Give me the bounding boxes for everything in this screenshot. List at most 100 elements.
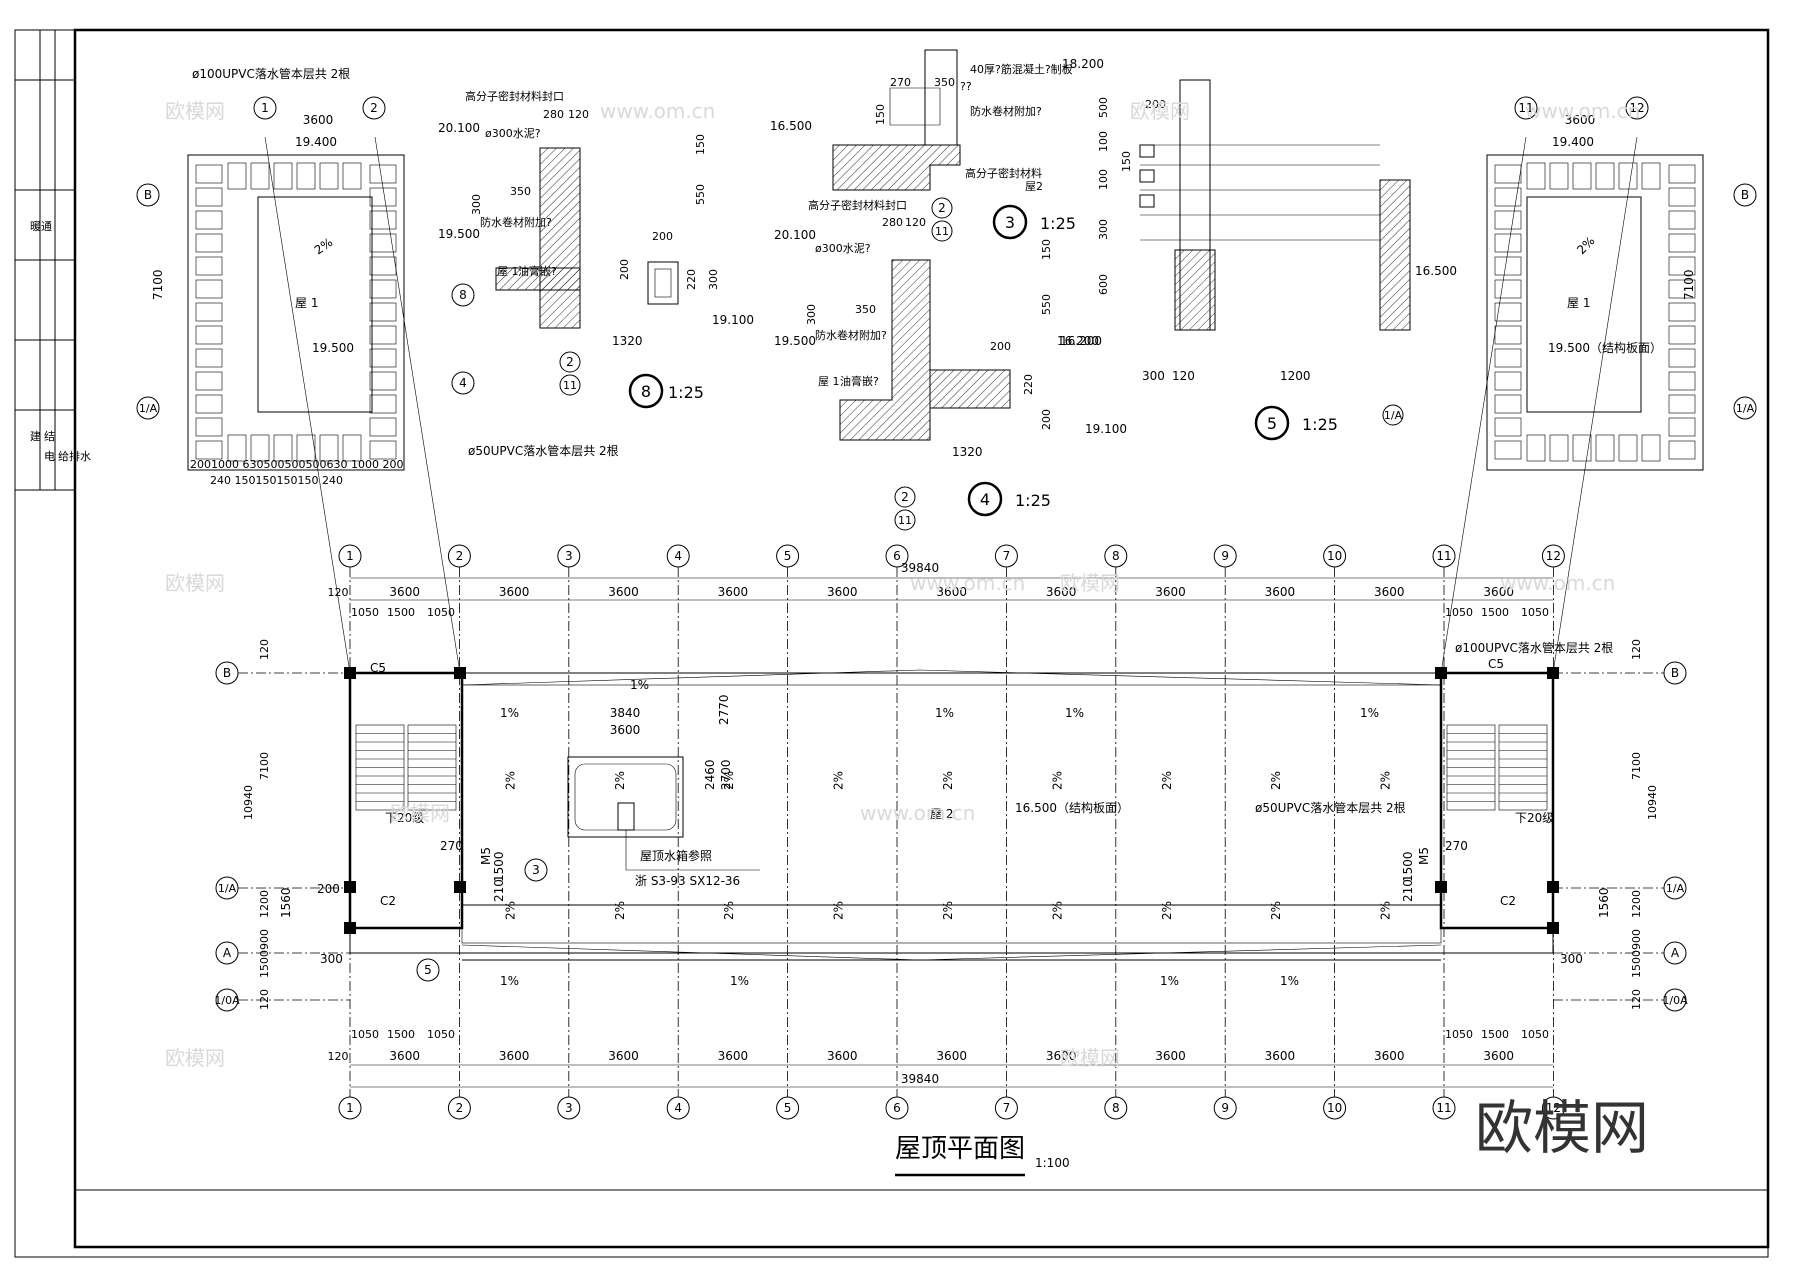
water-tank (567, 756, 684, 838)
window-c5-left: C5 (370, 661, 386, 675)
slope-label-2pct: 2% (1269, 901, 1283, 920)
sub-dim-bottom: 1050 (1521, 1028, 1549, 1041)
bay-dim-bottom: 3600 (1265, 1049, 1296, 1063)
block-right (369, 394, 397, 414)
block-right (1668, 440, 1696, 460)
axis-label-right: 1/A (1666, 882, 1685, 895)
svg-text:www.om.cn: www.om.cn (860, 801, 975, 825)
detail-8-section: 高分子密封材料封口 ø300水泥? 防水卷材附加? 油膏嵌? 屋 1 20.10… (438, 89, 754, 409)
svg-text:7100: 7100 (151, 269, 165, 300)
slope-label: 1% (500, 974, 519, 988)
svg-text:高分子密封材料: 高分子密封材料 (965, 166, 1042, 180)
svg-text:220: 220 (685, 269, 698, 290)
svg-text:200: 200 (990, 340, 1011, 353)
tank-dim-outer: 3840 (610, 706, 641, 720)
bay-dim-top: 3600 (718, 585, 749, 599)
grid-label-bottom-1: 1 (346, 1101, 354, 1115)
bay-dim-top: 3600 (1374, 585, 1405, 599)
vdim-right: 900 (1630, 929, 1643, 950)
block-right (369, 256, 397, 276)
block-top (1526, 162, 1546, 190)
slope-label-2pct: 2% (1160, 771, 1174, 790)
block-left (195, 279, 223, 299)
grid-label-bottom-8: 8 (1112, 1101, 1120, 1115)
block-left (195, 256, 223, 276)
svg-text:120: 120 (905, 216, 926, 229)
svg-text:270: 270 (890, 76, 911, 89)
block-top (227, 162, 247, 190)
dim-1500-left: 1500 (492, 851, 506, 882)
detail-right-plan: 11 12 3600 19.400 B 1/A 7100 屋 1 2% 19.5… (1486, 96, 1757, 471)
left-detail-blocks (195, 162, 397, 462)
block-left (195, 417, 223, 437)
sheet-frame (14, 28, 1770, 1258)
sub-dim-bottom: 1050 (1445, 1028, 1473, 1041)
axis-label-left: A (223, 946, 232, 960)
block-left (195, 302, 223, 322)
svg-text:19.100: 19.100 (712, 313, 754, 327)
bay-dim-bottom: 3600 (718, 1049, 749, 1063)
bay-dim-bottom: 3600 (936, 1049, 967, 1063)
block-right (369, 302, 397, 322)
vdim-right: 1200 (1630, 890, 1643, 918)
detail-left-grid-a (253, 96, 277, 120)
grid-label-top-11: 11 (1436, 549, 1451, 563)
svg-text:18.200: 18.200 (1062, 57, 1104, 71)
roof-2-label: 屋 2 (930, 807, 953, 821)
svg-text:www.om.cn: www.om.cn (1500, 571, 1615, 595)
block-right (369, 325, 397, 345)
axes-left: B1/AA1/0A (214, 661, 350, 1012)
svg-text:1320: 1320 (612, 334, 643, 348)
svg-text:12: 12 (1629, 101, 1644, 115)
edge-dim-top: 120 (328, 586, 349, 599)
block-left (1494, 348, 1522, 368)
bay-dim-bottom: 3600 (389, 1049, 420, 1063)
detail-4-scale: 1:25 (1015, 491, 1051, 510)
bay-dim-bottom: 3600 (1483, 1049, 1514, 1063)
slope-label-2pct: 2% (1160, 901, 1174, 920)
svg-text:1/A: 1/A (1384, 409, 1403, 422)
sub-dim-top: 1050 (1445, 606, 1473, 619)
svg-text:550: 550 (1040, 294, 1053, 315)
dim-200-left: 200 (317, 882, 340, 896)
block-top (1572, 162, 1592, 190)
svg-text:2: 2 (938, 201, 946, 215)
svg-text:150: 150 (1040, 239, 1053, 260)
block-left (1494, 233, 1522, 253)
stairs-label-right: 下20级 (1515, 811, 1554, 825)
block-bottom (1618, 434, 1638, 462)
svg-text:19.500: 19.500 (312, 341, 354, 355)
svg-text:1:25: 1:25 (1040, 214, 1076, 233)
slope-label-2pct: 2% (832, 771, 846, 790)
svg-text:1320: 1320 (952, 445, 983, 459)
detail-4-section: 高分子密封材料封口 ø300水泥? 防水卷材附加? 油膏嵌? 屋 1 20.10… (774, 198, 1127, 531)
svg-text:19.500: 19.500 (438, 227, 480, 241)
svg-text:280: 280 (543, 108, 564, 121)
dim-210-right: 210 (1401, 879, 1415, 902)
grid-label-top-8: 8 (1112, 549, 1120, 563)
slope-label: 1% (730, 974, 749, 988)
door-m5-right: M5 (1417, 847, 1431, 865)
callout-3-main (524, 858, 548, 882)
slope-label-2pct: 2% (832, 901, 846, 920)
bay-dim-bottom: 3600 (1374, 1049, 1405, 1063)
detail-left-drain100: ø100UPVC落水管本层共 2根 (192, 66, 350, 81)
block-bottom (1572, 434, 1592, 462)
stair-core-left (348, 671, 464, 930)
svg-text:2%: 2% (1574, 234, 1597, 257)
bay-dim-bottom: 3600 (499, 1049, 530, 1063)
block-bottom (1549, 434, 1569, 462)
dim-1500-right: 1500 (1401, 851, 1415, 882)
sub-dim-top: 1050 (1521, 606, 1549, 619)
block-top (250, 162, 270, 190)
column (344, 922, 356, 934)
door-m5-left: M5 (479, 847, 493, 865)
slope-label: 1% (500, 706, 519, 720)
vdim-left: 7100 (258, 752, 271, 780)
svg-text:欧模网: 欧模网 (1060, 1046, 1120, 1070)
sub-dim-top: 1050 (351, 606, 379, 619)
svg-text:350: 350 (855, 303, 876, 316)
